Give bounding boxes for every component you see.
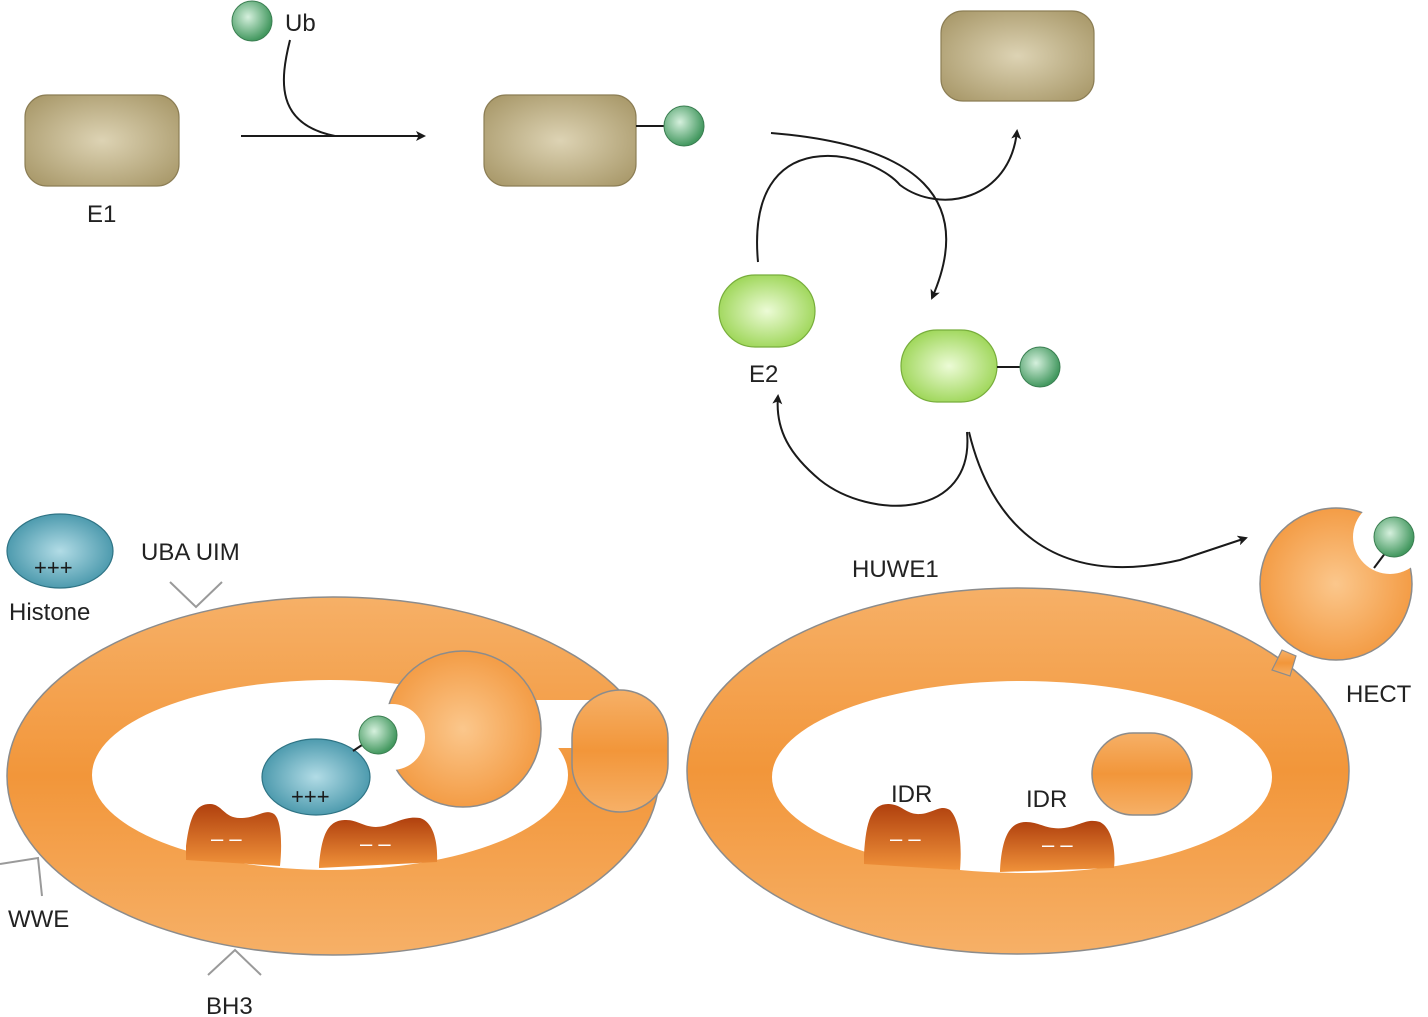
- idr-left-2-charge: – –: [360, 831, 391, 856]
- e2-enzyme: [718, 274, 816, 348]
- e1-released: [940, 10, 1095, 102]
- huwe1-label: HUWE1: [852, 556, 939, 583]
- hect-domain-closed: [384, 650, 542, 808]
- e2-ubiquitin-complex: [900, 329, 1061, 403]
- bh3-label: BH3: [206, 993, 253, 1017]
- uba-uim-pointer: [169, 581, 223, 609]
- transfer-to-hect-arrow: [968, 431, 1248, 569]
- idr-left-2: [319, 817, 438, 868]
- e1-enzyme: [24, 94, 180, 187]
- idr-right-1: [864, 804, 961, 870]
- idr-left-1-charge: – –: [211, 826, 242, 851]
- histone-free-charge: +++: [34, 555, 73, 580]
- idr-right-1-charge: – –: [890, 826, 921, 851]
- bh3-pointer: [207, 948, 262, 976]
- histone-free: [6, 513, 114, 589]
- idr-left-1: [186, 804, 282, 866]
- huwe1-open-ring: [686, 587, 1350, 955]
- histone-bound-charge: +++: [291, 784, 330, 809]
- e1-ubiquitin-complex: [483, 94, 705, 187]
- idr-right-2: [1000, 820, 1115, 872]
- histone-bound: [261, 738, 371, 816]
- histone-label: Histone: [9, 599, 90, 626]
- e1-release-arrow: [756, 129, 1022, 263]
- e2-recycle-arrow: [772, 394, 969, 507]
- e2-label: E2: [749, 361, 778, 388]
- ub-label: Ub: [285, 10, 316, 37]
- ubiquitin-free: [231, 0, 273, 42]
- hect-label: HECT: [1346, 681, 1412, 708]
- wwe-label: WWE: [8, 906, 69, 933]
- ub-incoming-curve: [282, 39, 336, 137]
- e1-label: E1: [87, 201, 116, 228]
- idr-right-2-charge: – –: [1042, 832, 1073, 857]
- ubiquitin-on-hect-closed: [358, 715, 398, 755]
- uba-uim-label: UBA UIM: [141, 539, 240, 566]
- ubiquitin-on-hect-open: [1373, 516, 1415, 558]
- wwe-pointer: [0, 856, 43, 897]
- transfer-to-e2-arrow: [770, 132, 948, 300]
- idr-right-2-label: IDR: [1026, 786, 1067, 813]
- idr-right-1-label: IDR: [891, 781, 932, 808]
